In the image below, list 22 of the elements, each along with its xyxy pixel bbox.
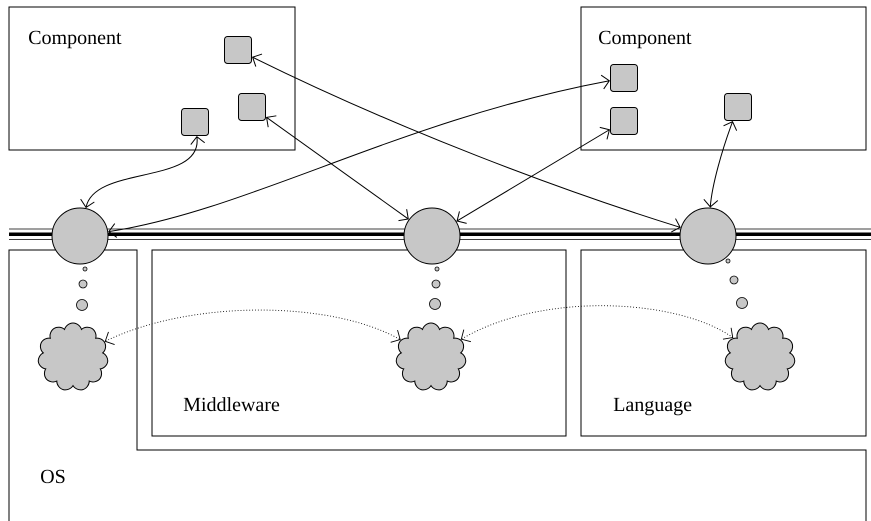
interface-circle (404, 208, 460, 264)
interface-circle (680, 208, 736, 264)
module-square (610, 64, 638, 92)
dotted-arrow (104, 310, 401, 345)
module-square (724, 93, 752, 121)
interface-circle (52, 208, 108, 264)
arrow (456, 126, 610, 224)
component-box: Component (8, 6, 296, 150)
cloud-shape (724, 322, 796, 390)
arrow (80, 136, 206, 208)
module-square (181, 108, 209, 136)
module-square (224, 36, 252, 64)
arrow (252, 54, 681, 232)
cloud-shape (396, 322, 466, 390)
module-square (610, 107, 638, 135)
arrow (266, 115, 409, 222)
arrow (108, 74, 610, 238)
dotted-arrow (460, 305, 734, 342)
module-square (238, 93, 266, 121)
cloud-shape (38, 322, 108, 390)
arrow (703, 121, 738, 208)
component-box: Component (580, 6, 866, 150)
